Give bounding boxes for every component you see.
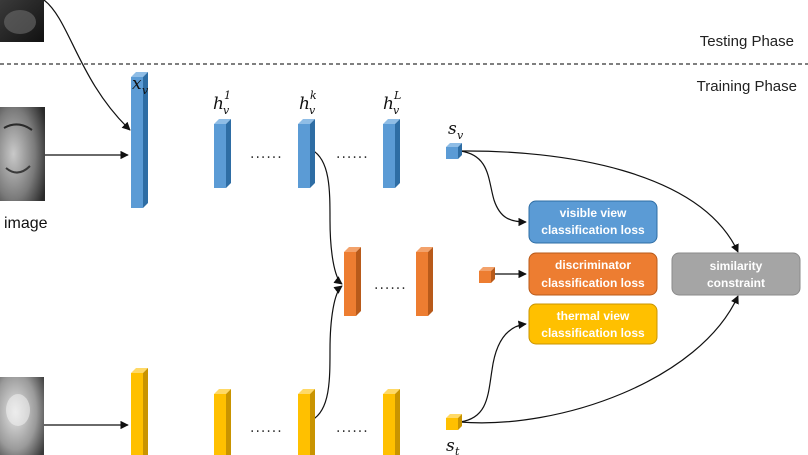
- st-node: [446, 414, 462, 430]
- sv-node: [446, 143, 462, 159]
- svg-text:h: h: [213, 94, 224, 114]
- svg-text:similarity: similarity: [710, 259, 763, 273]
- svg-text:v: v: [309, 104, 316, 117]
- svg-text:constraint: constraint: [707, 276, 765, 290]
- shared-layer-1: [344, 247, 361, 316]
- st-to-similarity-arrow: [459, 295, 739, 424]
- st-label: s t: [446, 436, 460, 455]
- hvk-label: h v k: [299, 89, 317, 117]
- thermal-face-image: [0, 377, 44, 455]
- testing-phase-label: Testing Phase: [700, 33, 794, 50]
- svg-text:h: h: [299, 94, 310, 114]
- svg-text:v: v: [223, 104, 230, 117]
- svg-text:v: v: [457, 129, 464, 142]
- thermal-ellipsis-2: ......: [336, 420, 369, 436]
- visible-face-image: [0, 107, 45, 201]
- hvL-label: h v L: [383, 89, 401, 117]
- st-to-thermal-loss-arrow: [459, 320, 527, 423]
- visible-ellipsis-2: ......: [336, 146, 369, 162]
- xv-label: x v: [132, 74, 149, 97]
- discriminator-loss-box: discriminator classification loss: [528, 252, 658, 296]
- htL-layer: [383, 389, 400, 455]
- svg-text:1: 1: [224, 89, 231, 102]
- hvk-layer: [298, 119, 315, 188]
- svg-text:h: h: [383, 94, 394, 114]
- svg-text:k: k: [310, 89, 317, 102]
- svg-text:t: t: [455, 445, 460, 455]
- hv1-label: h v 1: [213, 89, 231, 117]
- shared-layer-L: [416, 247, 433, 316]
- svg-text:visible view: visible view: [560, 206, 627, 220]
- visible-loss-box: visible view classification loss: [528, 200, 658, 244]
- sv-to-similarity-arrow: [459, 150, 739, 253]
- image-label: image: [4, 215, 48, 232]
- testing-face-image: [0, 0, 44, 42]
- svg-text:classification loss: classification loss: [541, 223, 645, 237]
- discriminator-node: [479, 267, 495, 283]
- svg-text:classification loss: classification loss: [541, 276, 645, 290]
- svg-text:x: x: [132, 74, 142, 94]
- testing-image-to-xv-arrow: [43, 0, 131, 131]
- svg-text:v: v: [393, 104, 400, 117]
- similarity-constraint-box: similarity constraint: [671, 252, 801, 296]
- hvk-to-shared-arrow: [311, 149, 343, 285]
- sv-to-visible-loss-arrow: [459, 150, 527, 227]
- xt-layer: [131, 368, 148, 455]
- svg-text:s: s: [446, 436, 455, 455]
- sv-label: s v: [448, 119, 464, 142]
- svg-text:s: s: [448, 119, 457, 139]
- svg-text:thermal view: thermal view: [557, 309, 630, 323]
- htk-to-shared-arrow: [311, 285, 343, 421]
- hvL-layer: [383, 119, 400, 188]
- svg-text:L: L: [393, 89, 401, 102]
- ht1-layer: [214, 389, 231, 455]
- svg-text:discriminator: discriminator: [555, 258, 631, 272]
- shared-ellipsis: ......: [374, 277, 407, 293]
- svg-text:classification loss: classification loss: [541, 326, 645, 340]
- thermal-ellipsis-1: ......: [250, 420, 283, 436]
- xv-layer: [131, 72, 148, 208]
- thermal-loss-box: thermal view classification loss: [528, 303, 658, 345]
- htk-layer: [298, 389, 315, 455]
- training-phase-label: Training Phase: [697, 78, 797, 95]
- svg-text:v: v: [142, 84, 149, 97]
- visible-ellipsis-1: ......: [250, 146, 283, 162]
- hv1-layer: [214, 119, 231, 188]
